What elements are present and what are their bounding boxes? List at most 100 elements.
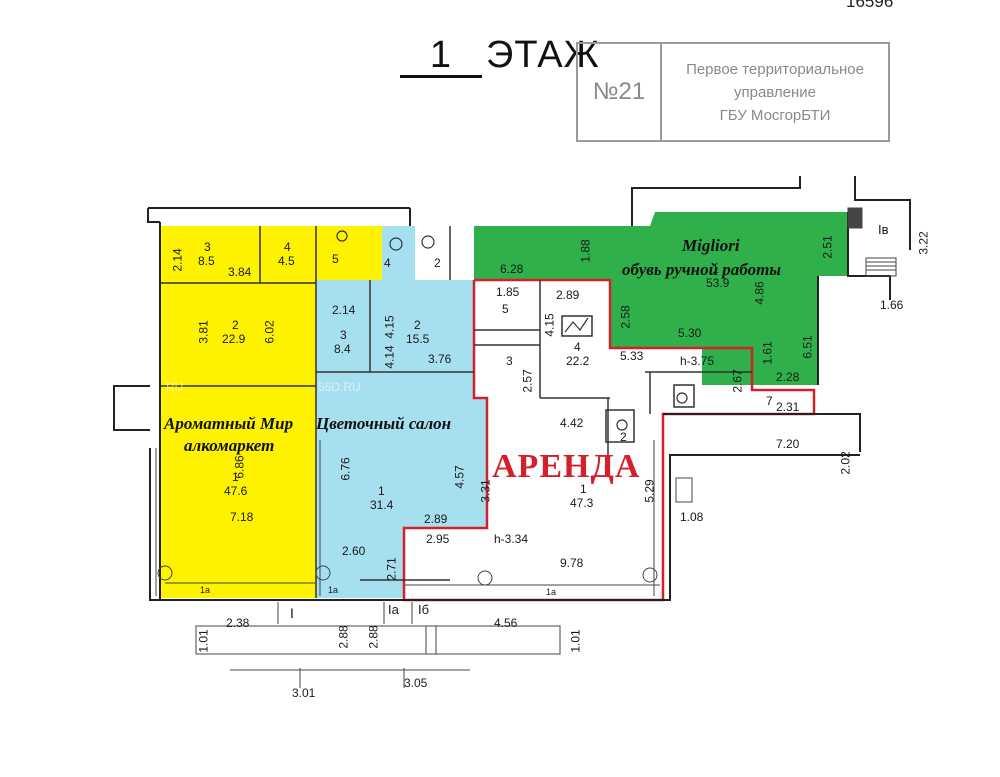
- room-id: 3: [506, 354, 513, 368]
- dimension-label: 7.18: [230, 510, 254, 524]
- plan-details: [155, 207, 897, 688]
- dimension-label: 4.57: [452, 465, 467, 489]
- dimension-label: 4.56: [494, 616, 518, 630]
- document-number: 16596: [846, 0, 894, 11]
- dimension-label: 4.15: [382, 315, 397, 339]
- dimension-label: 3.76: [428, 352, 452, 366]
- tenant-migliori-name: Migliori: [682, 236, 740, 255]
- entrance-label: I: [290, 605, 294, 621]
- dimension-label: 6.51: [800, 335, 815, 359]
- interior-walls: [160, 226, 752, 598]
- dimension-label: 2.38: [226, 616, 250, 630]
- dimension-label: 2.14: [170, 248, 185, 272]
- dimension-label: 2.28: [776, 370, 800, 384]
- room-height: h-3.75: [680, 354, 715, 368]
- dimension-label: 1.01: [196, 629, 211, 653]
- stamp-organization: Первое территориальное управление ГБУ Мо…: [662, 58, 888, 127]
- entrance-label: 1а: [200, 585, 211, 595]
- room-id: 4: [284, 240, 291, 254]
- stamp-org-line: управление: [733, 84, 817, 101]
- bti-stamp: №21 Первое территориальное управление ГБ…: [576, 42, 890, 142]
- watermark: 55D.RU: [318, 380, 361, 394]
- room-area: 22.2: [566, 354, 590, 368]
- dimension-label: 1.85: [496, 285, 520, 299]
- dimension-label: 5.33: [620, 349, 644, 363]
- dimension-label: 1.61: [760, 341, 775, 365]
- room-area: 31.4: [370, 498, 394, 512]
- dimension-label: 2.95: [426, 532, 450, 546]
- dimension-label: 1.88: [578, 239, 593, 263]
- dimension-label: 2.88: [336, 625, 351, 649]
- entrance-label: 1а: [328, 585, 339, 595]
- dimension-label: 3.05: [404, 676, 428, 690]
- tenant-aromatny-desc: алкомаркет: [184, 436, 275, 455]
- dimension-label: 5.30: [678, 326, 702, 340]
- dimension-label: 4.42: [560, 416, 584, 430]
- room-id: 3: [204, 240, 211, 254]
- dimension-label: 1.66: [880, 298, 904, 312]
- zone-migliori: [415, 212, 848, 385]
- dimension-label: 2.51: [820, 235, 835, 259]
- room-id: 3: [340, 328, 347, 342]
- stamp-number: №21: [578, 44, 662, 140]
- dimension-label: 2.71: [384, 557, 399, 581]
- rent-label: АРЕНДА: [492, 448, 641, 485]
- room-id: 2: [620, 430, 627, 444]
- dimension-label: 2.89: [424, 512, 448, 526]
- dimension-label: 3.84: [228, 265, 252, 279]
- dimension-label: 2.14: [332, 303, 356, 317]
- dimension-label: 2.31: [776, 400, 800, 414]
- room-area: 22.9: [222, 332, 246, 346]
- dimension-label: 4.14: [382, 345, 397, 369]
- entrance-label: 1а: [546, 587, 557, 597]
- entrance-label: Iв: [878, 222, 889, 237]
- dimension-label: 3.01: [292, 686, 316, 700]
- dimension-label: 3.31: [478, 479, 493, 503]
- entrance-label: Iа: [388, 602, 399, 617]
- room-id: 7: [766, 394, 773, 408]
- dimension-label: 6.28: [500, 262, 524, 276]
- dimension-label: 7.20: [776, 437, 800, 451]
- room-area: 47.6: [224, 484, 248, 498]
- tenant-aromatny-name: Ароматный Мир: [164, 414, 294, 433]
- room-id: 1: [378, 484, 385, 498]
- zone-flower: [316, 226, 487, 598]
- room-id: 2: [434, 256, 441, 270]
- floor-number: 1: [400, 35, 482, 78]
- entrance-label: Iб: [418, 602, 430, 617]
- dimension-label: 2.02: [838, 451, 853, 475]
- dimension-label: 2.89: [556, 288, 580, 302]
- dimension-label: 6.02: [262, 320, 277, 344]
- room-id: 2: [232, 318, 239, 332]
- room-id: 1: [232, 470, 239, 484]
- dimension-label: 9.78: [560, 556, 584, 570]
- dimension-label: 2.58: [618, 305, 633, 329]
- room-id: 1: [580, 482, 587, 496]
- dimension-label: 1.01: [568, 629, 583, 653]
- tenant-migliori-desc: обувь ручной работы: [622, 260, 782, 279]
- zone-aromatny: [160, 226, 382, 598]
- room-area: 8.5: [198, 254, 215, 268]
- dimension-label: 1.08: [680, 510, 704, 524]
- dimension-label: 3.22: [916, 231, 931, 255]
- room-id: 5: [332, 252, 339, 266]
- stamp-org-line: ГБУ МосгорБТИ: [719, 107, 831, 124]
- room-area: 8.4: [334, 342, 351, 356]
- room-height: h-3.34: [494, 532, 529, 546]
- room-area: 53.9: [706, 276, 730, 290]
- room-id: 4: [574, 340, 581, 354]
- stamp-org-line: Первое территориальное: [686, 61, 864, 78]
- outer-walls: [113, 176, 911, 601]
- room-id: 4: [384, 256, 391, 270]
- dimension-label: 2.57: [520, 369, 535, 393]
- dimension-label: 2.60: [342, 544, 366, 558]
- room-id: 2: [414, 318, 421, 332]
- dimension-label: 2.88: [366, 625, 381, 649]
- dimension-label: 6.76: [338, 457, 353, 481]
- watermark: RU: [166, 380, 184, 394]
- dimension-label: 4.86: [752, 281, 767, 305]
- fixtures: [336, 230, 688, 431]
- dimension-label: 5.29: [642, 479, 657, 503]
